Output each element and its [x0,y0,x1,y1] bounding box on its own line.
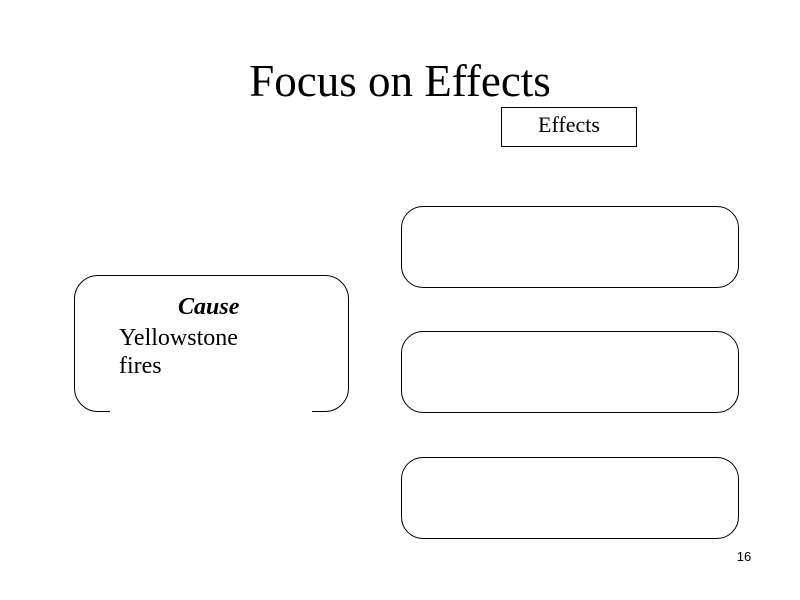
slide-title: Focus on Effects [249,56,551,106]
cause-text-line-1: Yellowstone [119,325,238,351]
effects-label: Effects [538,112,600,137]
effect-box-2 [401,331,739,413]
effect-box-1 [401,206,739,288]
effect-box-3 [401,457,739,539]
slide-number: 16 [736,549,752,564]
cause-text: Yellowstone fires [119,324,238,380]
cause-heading: Cause [178,294,240,320]
effects-label-box: Effects [501,107,637,147]
cause-box-border-gap [110,405,312,415]
cause-text-line-2: fires [119,353,162,379]
